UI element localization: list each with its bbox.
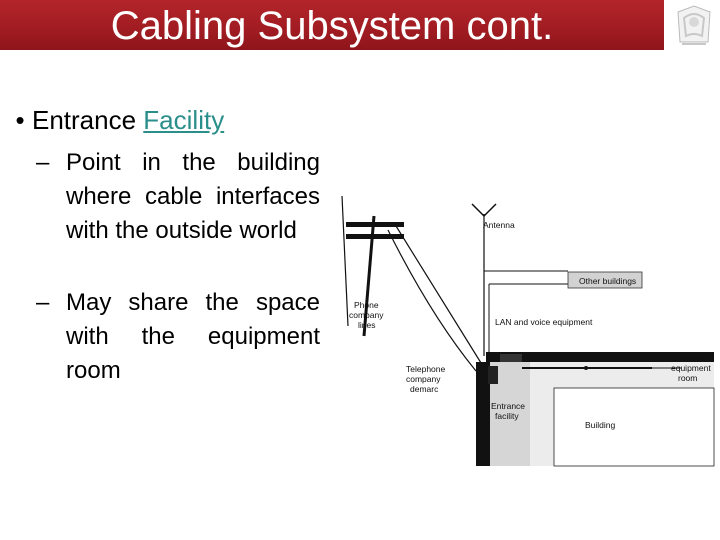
sub-bullet-share: – May share the space with the equipment… [36,286,320,388]
label-demarc: Telephone [406,364,446,374]
label-phone-lines: company [349,310,384,320]
building-icon [476,352,715,467]
sub-bullet-text: Point in the building where cable interf… [66,149,320,244]
label-lines-to-room: equipment [671,363,711,373]
entrance-facility-diagram: Antenna Other buildings LAN and voice eq… [341,195,715,467]
facility-link[interactable]: Facility [143,105,225,135]
phone-line [395,225,487,372]
demarc-box [488,366,498,384]
label-phone-lines: Phone [354,300,379,310]
label-lines-to-room: room [678,373,697,383]
label-other-buildings: Other buildings [579,276,636,286]
label-antenna: Antenna [483,220,515,230]
label-phone-lines: lines [358,320,375,330]
label-demarc: demarc [410,384,439,394]
antenna-icon [471,203,497,356]
sub-bullet-text: May share the space with the equipment r… [66,289,320,384]
phone-line [387,229,477,372]
sub-bullet-point: – Point in the building where cable inte… [36,146,320,248]
slide-title: Cabling Subsystem cont. [110,4,554,48]
sub-bullet-dash: – [36,289,50,316]
label-building: Building [585,420,616,430]
utility-pole-icon [341,195,404,337]
label-entrance-facility: Entrance [491,401,525,411]
crest-logo-icon [677,5,711,45]
bullet-text: Entrance [32,105,144,135]
other-buildings-lines [484,270,643,354]
sub-bullet-dash: – [36,149,50,176]
label-demarc: company [406,374,441,384]
label-entrance-facility: facility [495,411,519,421]
title-bar: Cabling Subsystem cont. [0,0,664,50]
label-lines-to-room: Lines to [674,353,704,363]
label-lan-voice: LAN and voice equipment [495,317,593,327]
bullet-dot: • [15,105,25,135]
bullet-entrance-facility: •Entrance Facility [8,103,224,137]
